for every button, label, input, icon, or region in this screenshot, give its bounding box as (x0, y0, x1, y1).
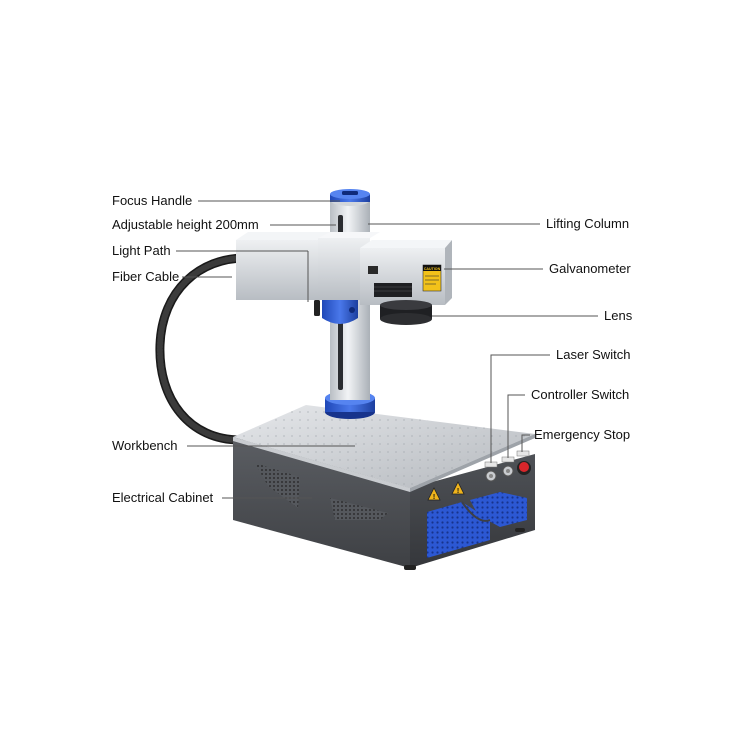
warning-icon: ! (427, 487, 441, 501)
leader-laser-switch (490, 354, 550, 463)
arm (236, 232, 452, 305)
laser-switch[interactable] (484, 461, 498, 482)
leader-emergency-stop (521, 434, 530, 452)
blue-vent-panels (427, 492, 527, 558)
label-light-path: Light Path (112, 243, 171, 258)
warning-icon: ! (451, 481, 465, 495)
label-fiber-cable: Fiber Cable (112, 269, 180, 284)
workbench (233, 405, 535, 492)
lens (380, 300, 432, 325)
controller-switch[interactable] (501, 456, 515, 477)
label-lens: Lens (604, 308, 633, 323)
label-emergency-stop: Emergency Stop (534, 427, 631, 442)
vent-grill-left (255, 463, 300, 508)
label-adjustable-height: Adjustable height 200mm (112, 217, 259, 232)
focus-handle[interactable] (314, 300, 320, 316)
fiber-cable (155, 253, 250, 445)
leader-lines (176, 200, 598, 499)
emergency-stop-button[interactable] (516, 450, 531, 475)
label-lifting-column: Lifting Column (546, 216, 630, 231)
svg-text:!: ! (457, 488, 459, 495)
vent-grill-right (330, 498, 388, 520)
label-laser-switch: Laser Switch (556, 347, 631, 362)
label-controller-switch: Controller Switch (531, 387, 630, 402)
label-focus-handle: Focus Handle (112, 193, 193, 208)
label-workbench: Workbench (112, 438, 178, 453)
leader-controller-switch (507, 394, 525, 458)
caution-label: CAUTION (422, 264, 442, 292)
svg-text:!: ! (433, 494, 435, 501)
label-galvanometer: Galvanometer (549, 261, 631, 276)
svg-text:CAUTION: CAUTION (424, 267, 441, 271)
label-electrical-cabinet: Electrical Cabinet (112, 490, 214, 505)
